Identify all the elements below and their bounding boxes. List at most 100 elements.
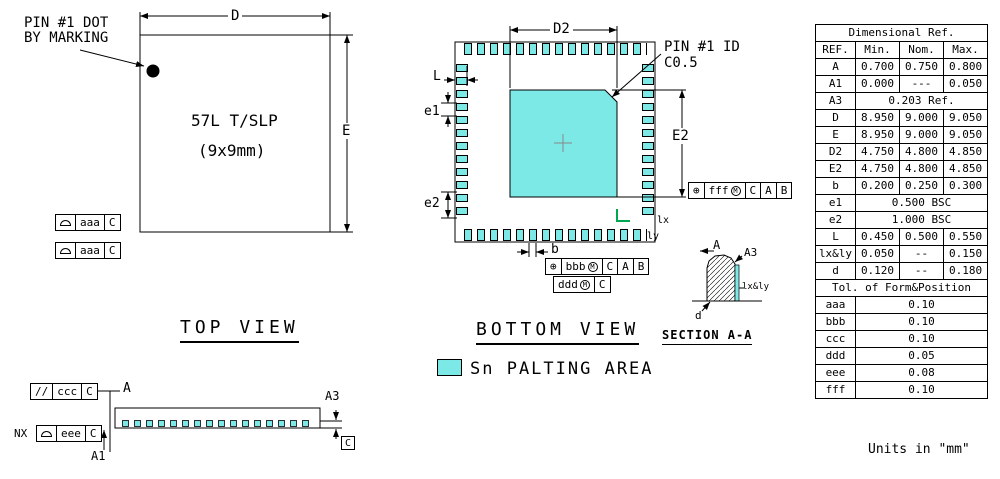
dim-label-b: b (551, 242, 559, 257)
col-header: Min. (855, 41, 900, 59)
profile-symbol-icon (37, 426, 57, 441)
cell: 4.800 (899, 160, 944, 178)
fcf-eee: eee C (36, 425, 102, 442)
cell: 0.050 (855, 245, 900, 263)
bottom-view-title: BOTTOM VIEW (476, 319, 640, 345)
cell: ccc (815, 330, 856, 348)
cell: A (815, 58, 856, 76)
table-title: Dimensional Ref. (814, 24, 989, 42)
cell: 0.750 (899, 58, 944, 76)
fcf-datum: A (618, 259, 634, 274)
cell: E2 (815, 160, 856, 178)
cell: E (815, 126, 856, 144)
cell: 0.250 (899, 177, 944, 195)
dim-label-D: D (228, 8, 243, 24)
bottom-view-lines (441, 26, 686, 257)
fcf-datum: B (780, 184, 788, 197)
cell: 4.750 (855, 160, 900, 178)
top-view-title: TOP VIEW (180, 317, 299, 343)
cell: 0.10 (854, 381, 989, 399)
fcf-tolerance: aaa (76, 215, 105, 230)
table-header-row: REF. Min. Nom. Max. (815, 41, 989, 59)
fcf-datum: C (746, 183, 762, 198)
fcf-datum: C (108, 216, 116, 229)
cell: 0.10 (854, 330, 989, 348)
section-dim-label-A: A (713, 238, 721, 252)
lead-cross-section (706, 254, 736, 302)
pin1-marking-note-line1: PIN #1 DOT (24, 15, 109, 31)
cell: 0.10 (854, 296, 989, 314)
cell: 8.950 (855, 109, 900, 127)
fcf-tolerance-value: bbb (565, 260, 586, 273)
mmc-modifier-icon: M (579, 279, 590, 290)
section-dim-label-lxly: lx&ly (742, 282, 770, 292)
dim-label-A: A (123, 381, 131, 396)
dim-label-A3-side: A3 (325, 389, 340, 403)
cell: 0.180 (942, 262, 989, 280)
lxly-zone-bracket (616, 209, 630, 222)
cell: aaa (815, 296, 856, 314)
col-header: Nom. (899, 41, 944, 59)
table-section-row: Tol. of Form&Position (814, 279, 989, 297)
cell: lx&ly (815, 245, 856, 263)
cell: A1 (815, 75, 856, 93)
chip-label-line1: 57L T/SLP (191, 111, 278, 130)
fcf-aaa-1: aaa C (55, 214, 121, 231)
cell: 0.450 (855, 228, 900, 246)
cell: A3 (815, 92, 856, 110)
cell: 0.550 (942, 228, 989, 246)
side-view-lines (98, 390, 342, 452)
pin1-marking-note-line2: BY MARKING (24, 30, 109, 46)
parallelism-symbol-icon: // (31, 384, 54, 399)
cell: 0.300 (942, 177, 989, 195)
cell: --- (899, 75, 944, 93)
cell: D2 (815, 143, 856, 161)
position-symbol-icon: ⊕ (546, 259, 562, 274)
cell: D (815, 109, 856, 127)
dim-label-lx: lx (657, 215, 670, 226)
fcf-datum: B (637, 260, 645, 273)
dim-label-e1: e1 (424, 104, 440, 119)
fcf-datum: C (89, 427, 97, 440)
section-aa-title: SECTION A-A (662, 328, 753, 345)
cell: -- (899, 245, 944, 263)
cell: bbb (815, 313, 856, 331)
fcf-datum: C (603, 259, 619, 274)
fcf-tolerance-value: ddd (558, 278, 578, 291)
cell: 8.950 (855, 126, 900, 144)
dim-label-E2: E2 (669, 128, 692, 144)
cell: -- (899, 262, 944, 280)
cell: 4.850 (942, 160, 989, 178)
pin1-id-note-line1: PIN #1 ID (664, 39, 740, 55)
cell: 9.000 (899, 109, 944, 127)
section-aa-lines (692, 248, 762, 312)
fcf-tolerance: aaa (76, 243, 105, 258)
cell: 1.000 BSC (854, 211, 989, 229)
fcf-datum: C (86, 385, 93, 398)
plating-legend-label: Sn PALTING AREA (470, 359, 654, 379)
col-header: REF. (815, 41, 856, 59)
pin1-dot (146, 64, 160, 78)
chip-label-line2: (9x9mm) (198, 141, 266, 160)
cell: 9.050 (942, 126, 989, 144)
units-note: Units in "mm" (868, 442, 970, 457)
cell: 0.000 (855, 75, 900, 93)
pin1-id-note-line2: C0.5 (664, 55, 698, 71)
dim-label-e2: e2 (424, 196, 440, 211)
